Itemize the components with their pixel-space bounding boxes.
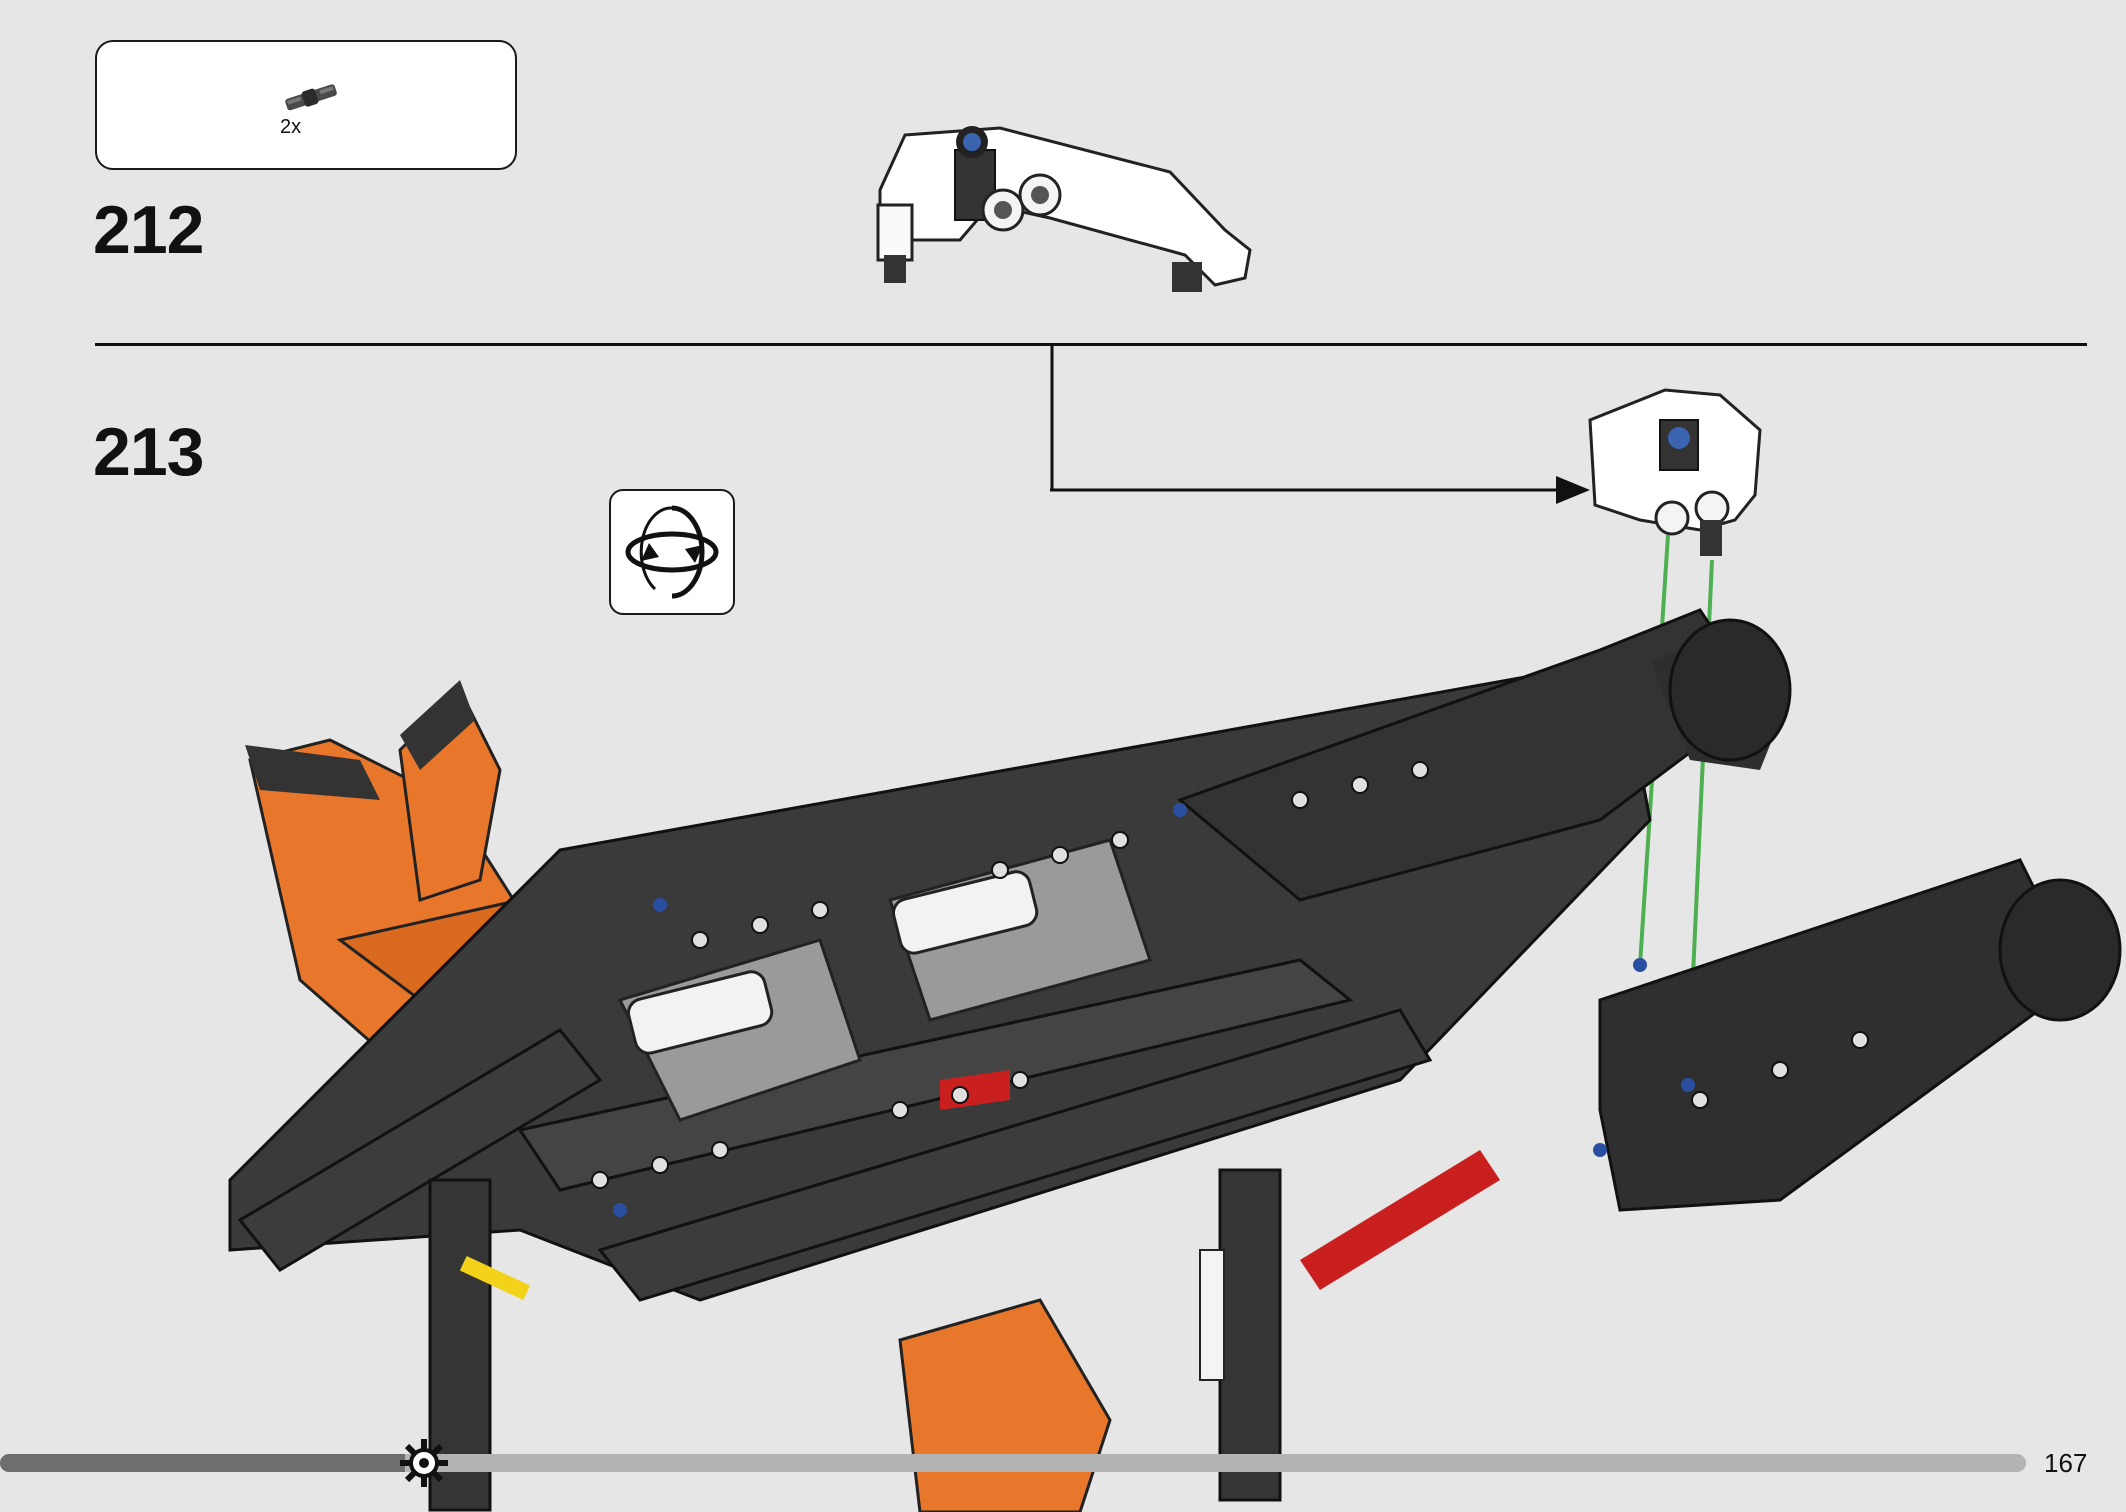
step-number-212: 212	[93, 192, 204, 268]
parts-callout: 2x	[95, 40, 517, 170]
page-number: 167	[2044, 1448, 2088, 1478]
main-chassis	[228, 608, 2122, 1512]
part-quantity: 2x	[280, 116, 302, 138]
progress-track	[0, 1454, 2026, 1472]
connector-arrow	[1050, 345, 1590, 504]
step-number-213: 213	[93, 414, 204, 490]
axle-connector-icon	[285, 84, 337, 111]
subassembly-212	[876, 126, 1252, 292]
rotate-callout	[609, 489, 735, 615]
progress-fill	[0, 1454, 406, 1472]
gear-icon	[400, 1439, 448, 1487]
subassembly-213	[1588, 388, 1762, 556]
rotate-model-icon	[625, 505, 719, 599]
step-divider	[95, 343, 2087, 346]
